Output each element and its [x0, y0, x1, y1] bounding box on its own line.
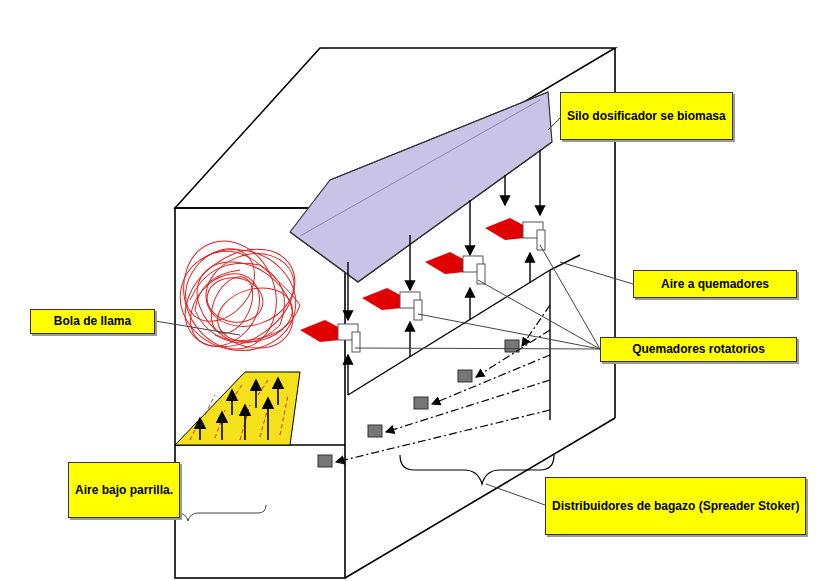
callout-text-group: Aire a quemadores [661, 277, 769, 292]
bagasse-arrows [336, 305, 550, 462]
callout-label: Aire a quemadores [661, 277, 769, 292]
burner-air-duct [348, 255, 580, 420]
callout-text-group: Silo dosificador se biomasa [567, 109, 726, 124]
callout-box: Distribuidores de bagazo (Spreader Stoke… [545, 477, 806, 535]
callout-label: Silo dosificador se biomasa [567, 109, 726, 124]
callout-text-group: Quemadores rotatorios [632, 342, 765, 357]
callout-label: Bola de llama [54, 314, 131, 329]
stoker-bracket [400, 455, 554, 484]
leader-lines [155, 118, 633, 349]
callout-box: Aire a quemadores [633, 270, 797, 298]
burner-air-arrows [348, 253, 530, 395]
callout-box: Silo dosificador se biomasa [560, 92, 733, 140]
callout-label: Quemadores rotatorios [632, 342, 765, 357]
grate-flames [190, 380, 288, 440]
callout-label: Distribuidores de bagazo (Spreader Stoke… [552, 499, 799, 514]
callout-box: Bola de llama [30, 309, 155, 334]
stoker-leader [486, 484, 545, 505]
callout-label: Aire bajo parrilla. [75, 483, 173, 498]
callout-text-group: Aire bajo parrilla. [75, 483, 173, 498]
spreader-stokers [318, 340, 519, 467]
callout-box: Aire bajo parrilla. [68, 462, 180, 518]
callout-text-group: Distribuidores de bagazo (Spreader Stoke… [552, 499, 799, 514]
biomass-silo [290, 92, 552, 282]
flame-ball [167, 228, 313, 367]
rotary-burners [300, 218, 545, 352]
grate [175, 372, 300, 445]
under-grate-air-arrows [200, 378, 278, 440]
callout-box: Quemadores rotatorios [600, 337, 797, 362]
callout-text-group: Bola de llama [54, 314, 131, 329]
